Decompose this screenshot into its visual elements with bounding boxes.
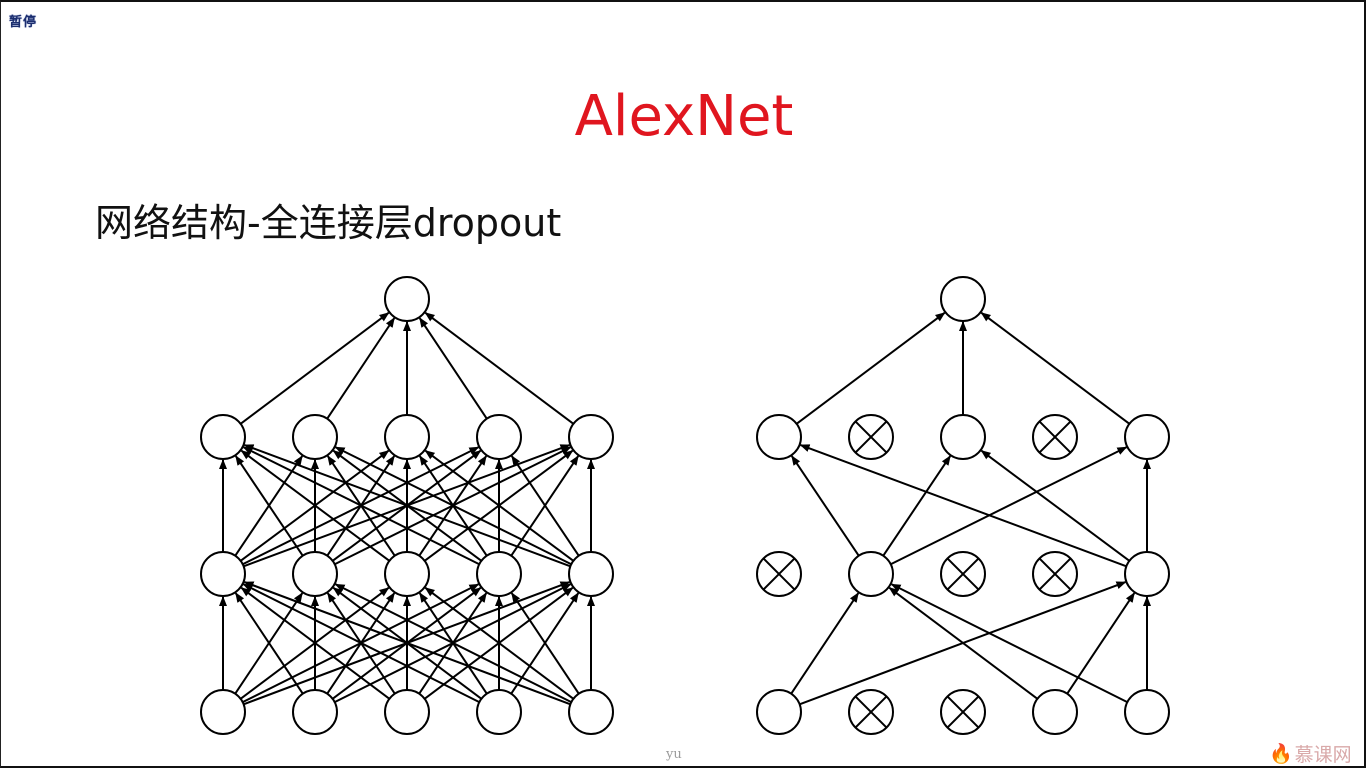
neuron <box>384 276 430 322</box>
connection-arrow <box>510 592 580 695</box>
dropout-network <box>756 276 1170 735</box>
slide-subtitle: 网络结构-全连接层dropout <box>95 201 562 245</box>
connection-arrow <box>234 592 304 695</box>
connection-arrow <box>790 455 860 557</box>
standard-network <box>200 276 614 735</box>
pause-button[interactable]: 暂停 <box>9 15 38 30</box>
neuron <box>292 689 338 735</box>
connection-arrow <box>424 311 575 425</box>
connection-arrow <box>510 455 580 557</box>
connection-arrow <box>980 449 1130 562</box>
neuron <box>940 414 986 460</box>
neuron <box>568 689 614 735</box>
connection-arrow <box>890 583 1128 704</box>
connection-arrow <box>424 449 574 562</box>
connection-arrow <box>326 317 396 420</box>
neuron <box>200 551 246 597</box>
connection-arrow <box>795 311 946 425</box>
dropout-cross <box>946 557 980 591</box>
neuron <box>476 414 522 460</box>
connection-arrow <box>243 444 571 568</box>
dropout-cross <box>854 420 888 454</box>
connection-arrow <box>888 586 1039 700</box>
logo-text: 慕课网 <box>1294 744 1352 766</box>
connection-arrow <box>240 586 390 700</box>
neuron <box>568 414 614 460</box>
imooc-logo: 🔥 慕课网 <box>1269 740 1352 767</box>
connection-arrow <box>980 311 1131 425</box>
neuron <box>756 414 802 460</box>
connection-arrow <box>234 455 304 557</box>
neuron <box>384 414 430 460</box>
neuron <box>200 414 246 460</box>
connection-arrow <box>240 449 390 562</box>
connection-arrow <box>890 446 1128 566</box>
watermark-text: yu <box>666 747 682 762</box>
neuron <box>200 689 246 735</box>
dropout-cross <box>946 695 980 729</box>
neuron <box>1124 414 1170 460</box>
dropout-cross <box>762 557 796 591</box>
connection-arrow <box>242 583 480 704</box>
neuron <box>292 414 338 460</box>
neuron <box>292 551 338 597</box>
neuron <box>568 551 614 597</box>
dropout-cross <box>1038 557 1072 591</box>
flame-icon: 🔥 <box>1269 743 1293 765</box>
neuron <box>1124 689 1170 735</box>
connection-arrow <box>1066 592 1136 695</box>
connection-arrow <box>790 592 860 695</box>
neuron <box>476 689 522 735</box>
neuron <box>940 276 986 322</box>
neuron <box>1032 689 1078 735</box>
connection-arrow <box>243 581 571 706</box>
connection-arrow <box>799 444 1127 568</box>
connection-arrow <box>242 446 480 566</box>
connection-arrow <box>424 586 575 700</box>
neuron <box>476 551 522 597</box>
neuron <box>1124 551 1170 597</box>
connection-arrow <box>418 317 488 420</box>
connection-arrow <box>334 446 572 566</box>
connection-arrow <box>334 583 572 704</box>
slide-title: AlexNet <box>574 84 794 149</box>
dropout-cross <box>1038 420 1072 454</box>
neuron <box>848 551 894 597</box>
neuron <box>756 689 802 735</box>
connection-arrow <box>882 455 952 557</box>
neuron <box>384 551 430 597</box>
dropout-cross <box>854 695 888 729</box>
connection-arrow <box>240 311 390 425</box>
neuron <box>384 689 430 735</box>
